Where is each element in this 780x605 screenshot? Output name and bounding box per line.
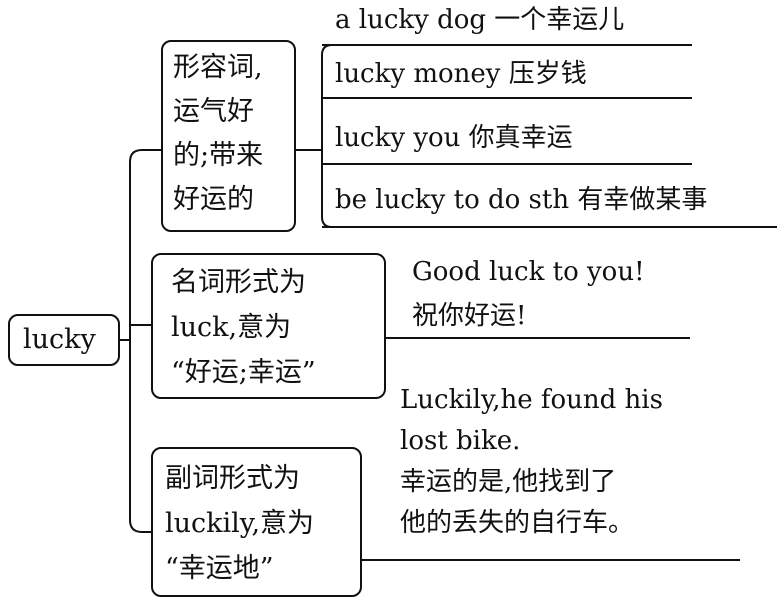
adverb-example-line-2: lost bike. — [400, 426, 521, 456]
branch-adjective-line-3: 的;带来 — [173, 140, 264, 171]
branch-noun-line-1: 名词形式为 — [171, 267, 306, 298]
branch-adjective-line-2: 运气好 — [173, 96, 254, 127]
adjective-items-bracket — [321, 44, 333, 228]
branch-adjective-line-4: 好运的 — [173, 184, 254, 215]
branch-adjective-node: 形容词, 运气好 的;带来 好运的 — [161, 40, 296, 232]
adjective-item-3: lucky you 你真幸运 — [335, 123, 573, 153]
adverb-example-line-1: Luckily,he found his — [400, 385, 663, 415]
main-spine — [129, 149, 143, 533]
noun-example: Good luck to you! 祝你好运! — [412, 250, 645, 338]
branch-adjective-line-1: 形容词, — [173, 52, 263, 83]
branch-noun-line-2: luck,意为 — [171, 312, 292, 343]
noun-example-line-2: 祝你好运! — [412, 301, 527, 331]
adjective-item-2: lucky money 压岁钱 — [335, 59, 587, 89]
branch-adverb-line-2: luckily,意为 — [165, 508, 315, 539]
branch-noun-line-3: “好运;幸运” — [171, 357, 316, 388]
root-node: lucky — [8, 314, 120, 366]
branch-adverb-node: 副词形式为 luckily,意为 “幸运地” — [151, 447, 362, 597]
noun-example-line-1: Good luck to you! — [412, 257, 645, 287]
root-label: lucky — [23, 324, 96, 355]
branch-adverb-line-1: 副词形式为 — [165, 463, 300, 494]
adjective-item-1: a lucky dog 一个幸运儿 — [335, 5, 625, 35]
adverb-example-line-3: 幸运的是,他找到了 — [400, 467, 617, 497]
adverb-example-line-4: 他的丢失的自行车。 — [400, 508, 635, 538]
branch-noun-node: 名词形式为 luck,意为 “好运;幸运” — [151, 253, 386, 399]
adjective-item-4: be lucky to do sth 有幸做某事 — [335, 185, 708, 215]
branch-adverb-line-3: “幸运地” — [165, 553, 274, 584]
adverb-example: Luckily,he found his lost bike. 幸运的是,他找到… — [400, 380, 663, 544]
